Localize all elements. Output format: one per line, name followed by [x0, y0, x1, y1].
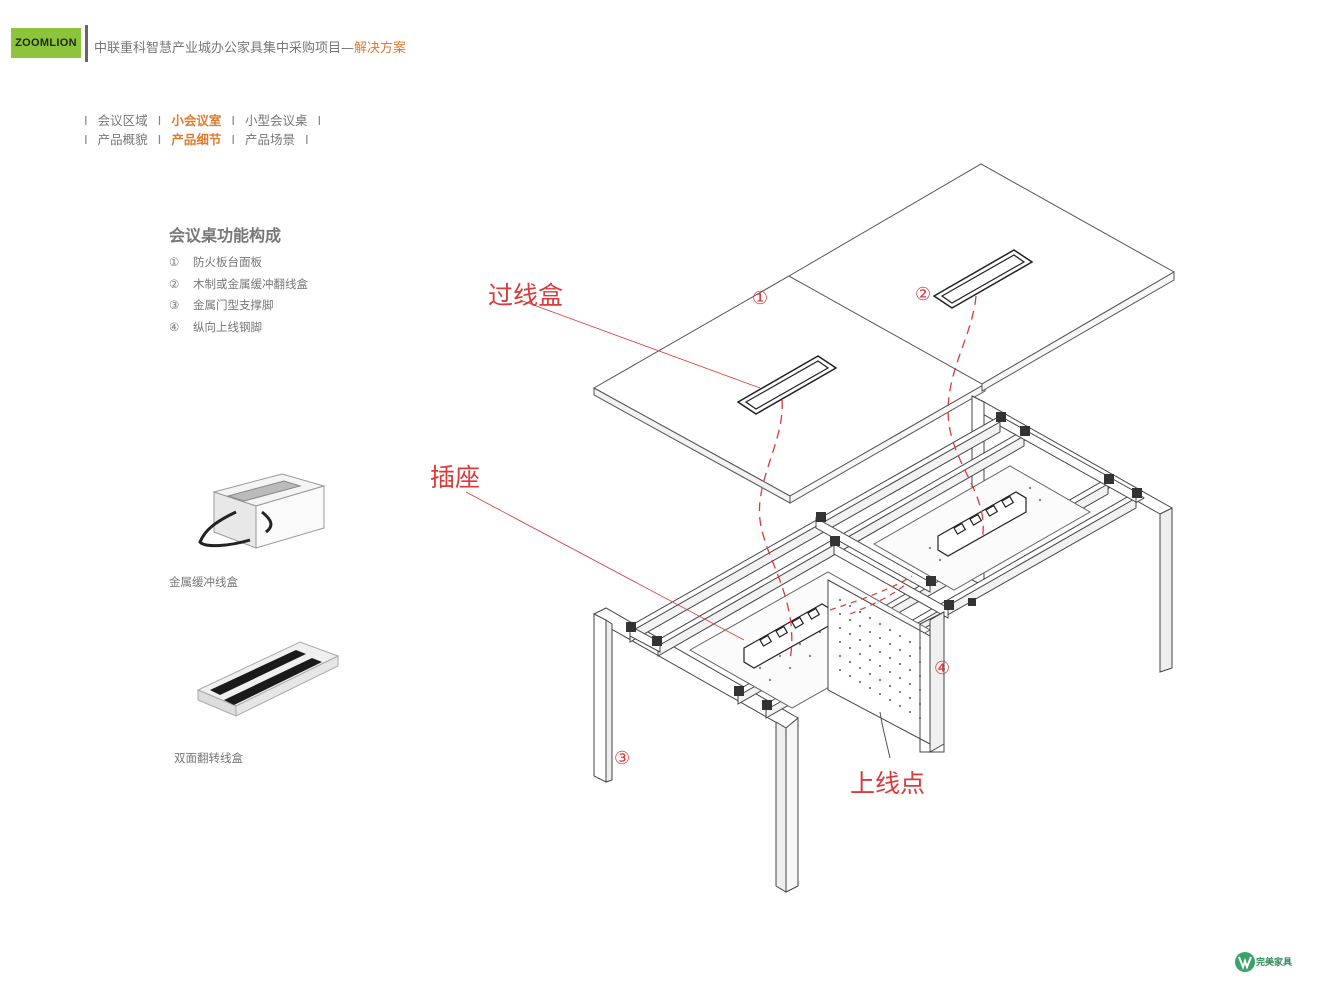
nav-item-product-scene[interactable]: 产品场景	[245, 132, 296, 147]
zoomlion-logo: ZOOMLION	[11, 28, 81, 58]
header-divider	[85, 25, 88, 62]
feature-label: 木制或金属缓冲翻线盒	[193, 276, 308, 291]
marker-2: ②	[915, 284, 932, 305]
frame-brackets	[626, 412, 1142, 710]
marker-3: ③	[614, 748, 631, 769]
vertical-wiring-leg	[827, 579, 945, 753]
annotation-lines	[465, 295, 984, 759]
power-socket-1	[743, 603, 833, 669]
nav-item-meeting-area[interactable]: 会议区域	[97, 113, 148, 128]
brand-name: 完美家具	[1256, 958, 1293, 968]
back-frame	[971, 395, 1173, 673]
nav-item-product-details[interactable]: 产品细节	[171, 132, 222, 147]
document-title-accent: 解决方案	[354, 41, 407, 56]
panel-perforations	[839, 599, 921, 719]
nav-separator: I	[157, 113, 162, 128]
feature-number: ②	[169, 276, 180, 291]
nav-item-product-overview[interactable]: 产品概貌	[97, 132, 148, 147]
support-beams	[629, 415, 1145, 719]
tabletop-panel-1	[592, 275, 987, 504]
nav-separator: I	[84, 132, 88, 147]
breadcrumb-row-2: I 产品概貌 I 产品细节 I 产品场景 I	[84, 129, 315, 148]
marker-1: ①	[752, 288, 769, 309]
feature-list: ① 防火板台面板 ② 木制或金属缓冲翻线盒 ③ 金属门型支撑脚 ④ 纵向上线钢脚	[169, 254, 308, 340]
nav-separator: I	[317, 113, 322, 128]
nav-separator: I	[231, 132, 236, 147]
marker-4: ④	[934, 658, 951, 679]
brand-logo-icon	[1235, 952, 1255, 972]
section-title: 会议桌功能构成	[169, 226, 282, 245]
nav-separator: I	[231, 113, 236, 128]
tabletop-cable-box-1	[736, 355, 838, 415]
feature-number: ①	[169, 255, 180, 269]
document-title: 中联重科智慧产业城办公家具集中采购项目—解决方案	[94, 37, 406, 56]
double-flip-cable-box-caption: 双面翻转线盒	[174, 751, 243, 765]
feature-label: 纵向上线钢脚	[193, 319, 262, 334]
document-title-main: 中联重科智慧产业城办公家具集中采购项目—	[94, 41, 355, 56]
nav-item-small-meeting-table[interactable]: 小型会议桌	[245, 113, 308, 128]
feature-item: ③ 金属门型支撑脚	[169, 297, 308, 319]
feature-label: 防火板台面板	[193, 255, 262, 269]
feature-item: ② 木制或金属缓冲翻线盒	[169, 276, 308, 298]
nav-separator: I	[305, 132, 309, 147]
nav-separator: I	[84, 113, 88, 128]
nav-item-small-meeting-room[interactable]: 小会议室	[171, 113, 222, 128]
tabletop-panel-2	[787, 163, 1176, 392]
feature-label: 金属门型支撑脚	[193, 298, 274, 312]
callout-wiring-point: 上线点	[850, 769, 926, 798]
feature-number: ④	[169, 319, 180, 334]
breadcrumb-row-1: I 会议区域 I 小会议室 I 小型会议桌 I	[84, 110, 327, 129]
feature-item: ④ 纵向上线钢脚	[169, 319, 308, 341]
tabletop-cable-box-2	[932, 249, 1034, 309]
metal-cable-box-caption: 金属缓冲线盒	[169, 575, 238, 589]
nav-separator: I	[157, 132, 162, 147]
tray-perforations	[758, 486, 1042, 682]
power-socket-2	[937, 491, 1027, 557]
callout-cable-box: 过线盒	[488, 281, 564, 310]
callout-socket: 插座	[430, 463, 481, 492]
feature-number: ③	[169, 298, 180, 312]
feature-item: ① 防火板台面板	[169, 254, 308, 276]
cable-trays	[688, 465, 1092, 709]
